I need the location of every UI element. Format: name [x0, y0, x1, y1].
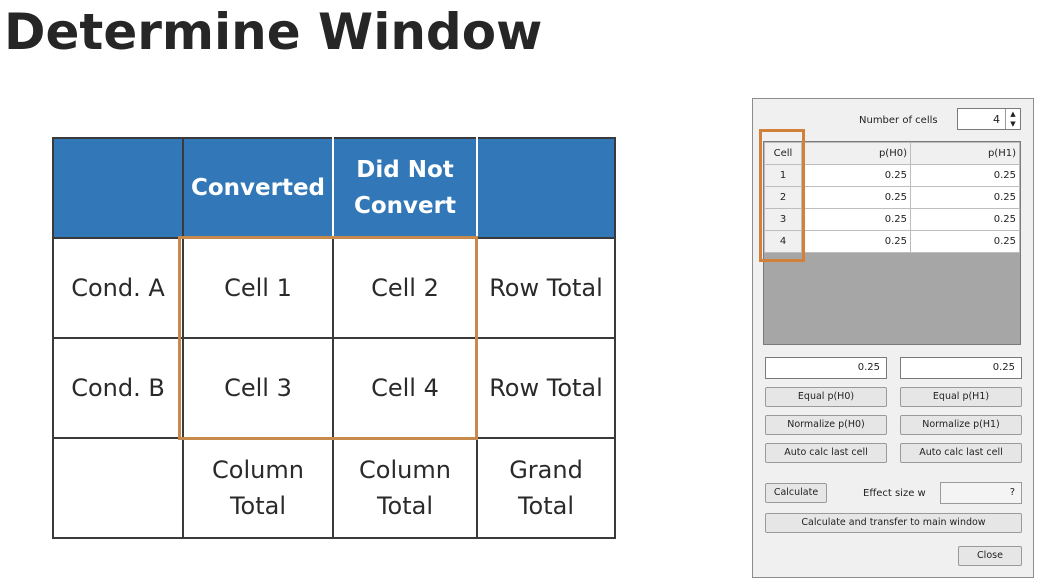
- grid-col-cell: Cell: [764, 142, 802, 165]
- grid-ph0-value[interactable]: 0.25: [801, 208, 911, 231]
- grid-ph0-value[interactable]: 0.25: [801, 164, 911, 187]
- row-label-cond-b: Cond. B: [52, 337, 184, 439]
- table-row: 2 0.25 0.25: [764, 186, 1020, 209]
- sum-h1-field[interactable]: 0.25: [900, 357, 1022, 379]
- row-label-cond-a: Cond. A: [52, 237, 184, 339]
- grid-ph1-value[interactable]: 0.25: [910, 230, 1020, 253]
- auto-calc-h1-button[interactable]: Auto calc last cell: [900, 443, 1022, 463]
- column-total-1: Column Total: [182, 437, 334, 539]
- spinner-up-icon[interactable]: ▲: [1010, 110, 1016, 118]
- equal-h0-button[interactable]: Equal p(H0): [765, 387, 887, 407]
- table-header-row: Converted Did Not Convert: [52, 137, 616, 239]
- probability-grid[interactable]: Cell p(H0) p(H1) 1 0.25 0.25 2 0.25 0.25…: [763, 141, 1021, 345]
- effect-size-label: Effect size w: [863, 488, 926, 499]
- spinner-down-icon[interactable]: ▼: [1010, 120, 1016, 128]
- cell-2: Cell 2: [332, 237, 478, 339]
- normalize-h1-button[interactable]: Normalize p(H1): [900, 415, 1022, 435]
- grid-row-label: 1: [764, 164, 802, 187]
- table-row: Cond. A Cell 1 Cell 2 Row Total: [52, 237, 616, 339]
- table-row: 1 0.25 0.25: [764, 164, 1020, 187]
- column-total-1-line2: Total: [229, 492, 287, 520]
- column-total-1-line1: Column: [212, 456, 304, 484]
- table-row: Cond. B Cell 3 Cell 4 Row Total: [52, 337, 616, 439]
- header-empty-right: [476, 137, 616, 239]
- calculate-button[interactable]: Calculate: [765, 483, 827, 503]
- cell-1: Cell 1: [182, 237, 334, 339]
- table-row: 3 0.25 0.25: [764, 208, 1020, 231]
- header-empty-left: [52, 137, 184, 239]
- header-did-not-convert: Did Not Convert: [332, 137, 478, 239]
- number-of-cells-value[interactable]: 4: [993, 113, 1000, 126]
- cell-4: Cell 4: [332, 337, 478, 439]
- sum-h0-field[interactable]: 0.25: [765, 357, 887, 379]
- grand-total-line2: Total: [517, 492, 575, 520]
- grand-total-line1: Grand: [509, 456, 583, 484]
- page-title: Determine Window: [4, 3, 543, 61]
- grid-row-label: 2: [764, 186, 802, 209]
- normalize-h0-button[interactable]: Normalize p(H0): [765, 415, 887, 435]
- row-total-a: Row Total: [476, 237, 616, 339]
- row-total-b: Row Total: [476, 337, 616, 439]
- totals-empty: [52, 437, 184, 539]
- header-converted: Converted: [182, 137, 334, 239]
- totals-row: Column Total Column Total Grand Total: [52, 437, 616, 539]
- number-of-cells-spinner[interactable]: 4 ▲ ▼: [957, 108, 1021, 130]
- calculate-and-transfer-button[interactable]: Calculate and transfer to main window: [765, 513, 1022, 533]
- grid-header-row: Cell p(H0) p(H1): [764, 142, 1020, 165]
- equal-h1-button[interactable]: Equal p(H1): [900, 387, 1022, 407]
- number-of-cells-label: Number of cells: [859, 115, 938, 126]
- auto-calc-h0-button[interactable]: Auto calc last cell: [765, 443, 887, 463]
- grid-ph0-value[interactable]: 0.25: [801, 186, 911, 209]
- grid-row-label: 3: [764, 208, 802, 231]
- grid-col-ph0: p(H0): [801, 142, 911, 165]
- grid-ph1-value[interactable]: 0.25: [910, 186, 1020, 209]
- grid-ph1-value[interactable]: 0.25: [910, 208, 1020, 231]
- grid-ph0-value[interactable]: 0.25: [801, 230, 911, 253]
- column-total-2: Column Total: [332, 437, 478, 539]
- close-button[interactable]: Close: [958, 546, 1022, 566]
- column-total-2-line1: Column: [359, 456, 451, 484]
- grid-ph1-value[interactable]: 0.25: [910, 164, 1020, 187]
- grid-row-label: 4: [764, 230, 802, 253]
- probability-table: Cell p(H0) p(H1) 1 0.25 0.25 2 0.25 0.25…: [764, 142, 1020, 253]
- grid-col-ph1: p(H1): [910, 142, 1020, 165]
- effect-size-dialog: Number of cells 4 ▲ ▼ Cell p(H0) p(H1) 1…: [752, 98, 1034, 578]
- grand-total: Grand Total: [476, 437, 616, 539]
- column-total-2-line2: Total: [376, 492, 434, 520]
- header-did-not-line2: Convert: [354, 193, 456, 219]
- table-row: 4 0.25 0.25: [764, 230, 1020, 253]
- effect-size-field: ?: [940, 482, 1022, 504]
- contingency-table: Converted Did Not Convert Cond. A Cell 1…: [52, 137, 616, 539]
- cell-3: Cell 3: [182, 337, 334, 439]
- spinner-arrows[interactable]: ▲ ▼: [1005, 109, 1020, 129]
- header-did-not-line1: Did Not: [356, 157, 454, 183]
